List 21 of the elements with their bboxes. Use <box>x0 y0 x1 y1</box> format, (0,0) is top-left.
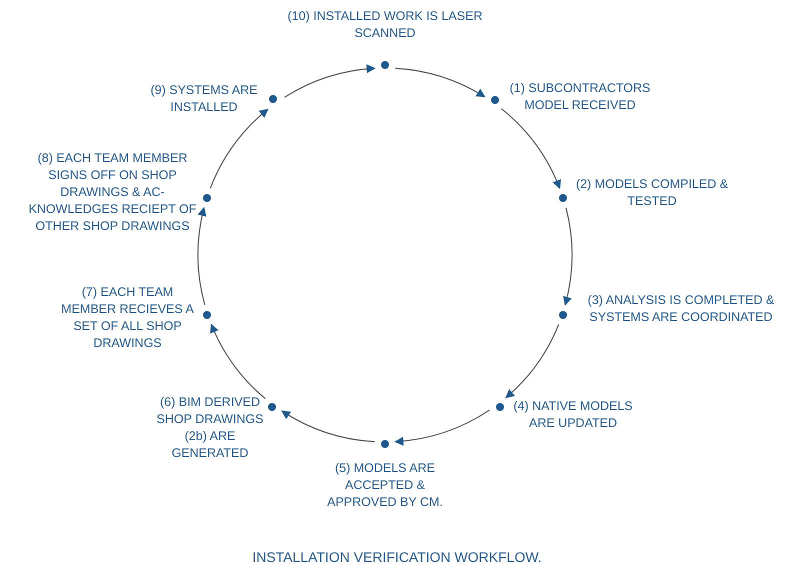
step-label: (8) EACH TEAM MEMBER SIGNS OFF ON SHOP DRAWINGS & AC- KNOWLEDGES RECIEPT OF OTHER SHOP DRAWINGS <box>28 150 198 235</box>
step-label: (4) NATIVE MODELS ARE UPDATED <box>512 398 634 432</box>
arrow <box>394 410 490 446</box>
arrow <box>562 208 572 306</box>
step-label: (1) SUBCONTRACTORS MODEL RECEIVED <box>508 80 652 114</box>
arrow <box>505 324 560 398</box>
arrow <box>501 108 561 190</box>
arrow <box>284 64 376 98</box>
step-label: (7) EACH TEAM MEMBER RECIEVES A SET OF ALL SHOP DRAWINGS <box>60 284 195 352</box>
caption: INSTALLATION VERIFICATION WORKFLOW. <box>251 548 543 567</box>
arrow <box>198 206 207 306</box>
step-label: (2) MODELS COMPILED & TESTED <box>574 176 730 210</box>
arrow <box>395 68 486 98</box>
arrow <box>210 108 268 189</box>
step-label: (5) MODELS ARE ACCEPTED & APPROVED BY CM. <box>326 460 444 511</box>
arrow <box>210 324 266 400</box>
step-label: (10) INSTALLED WORK IS LASER SCANNED <box>286 8 484 42</box>
step-label: (6) BIM DERIVED SHOP DRAWINGS (2b) ARE GENERATED <box>156 394 264 462</box>
step-label: (3) ANALYSIS IS COMPLETED & SYSTEMS ARE COORDINATED <box>586 292 776 326</box>
arrow <box>281 410 375 442</box>
step-label: (9) SYSTEMS ARE INSTALLED <box>150 82 258 116</box>
